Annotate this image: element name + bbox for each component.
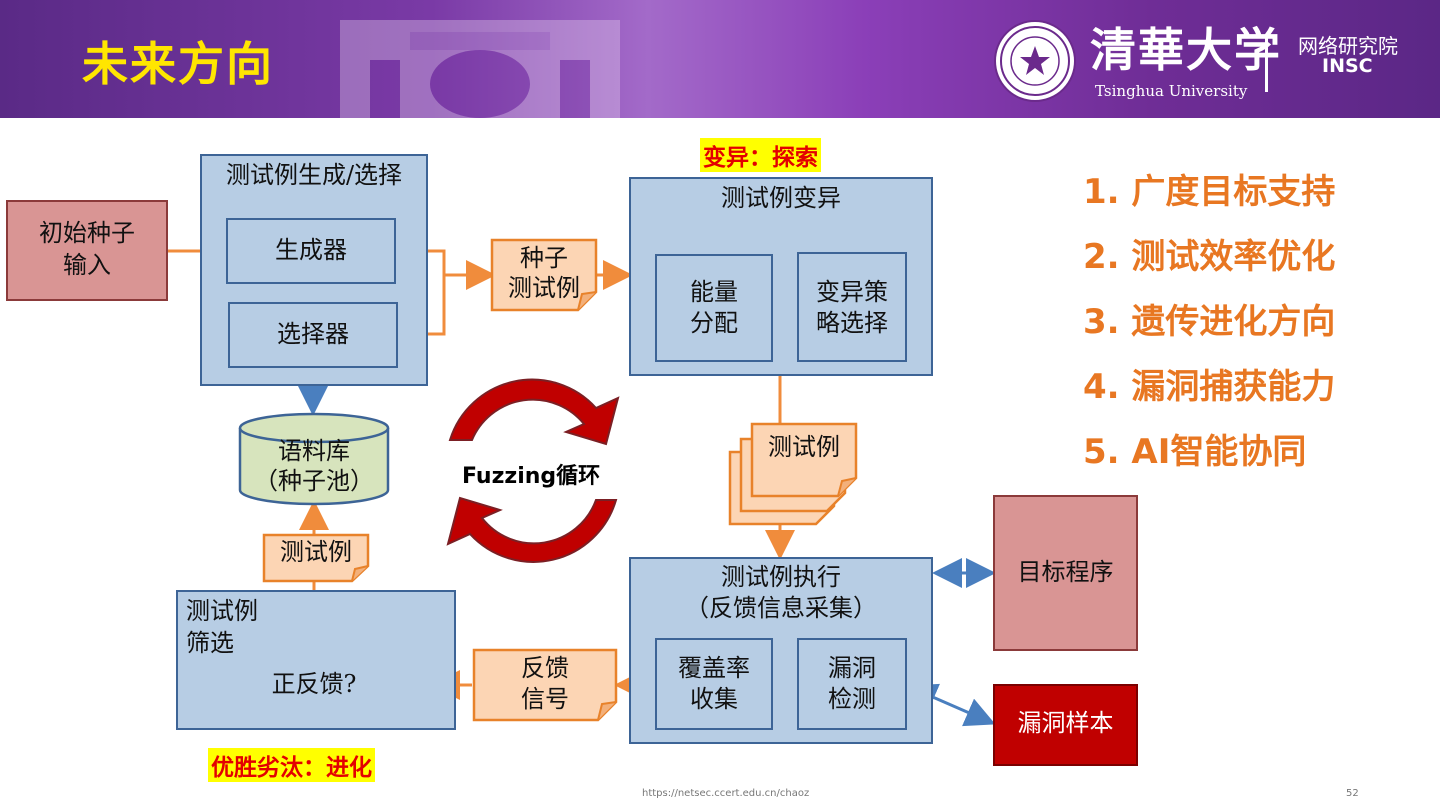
seed-doc-label-1: 种子 [520,244,568,272]
filter-title-2: 筛选 [186,629,234,657]
strategy-box [797,252,907,362]
filter-box [176,590,456,730]
tsinghua-seal-logo [994,20,1076,102]
logo-divider [1265,34,1268,92]
direction-item-3: 3. 遗传进化方向 [1083,302,1336,342]
direction-item-1: 1. 广度目标支持 [1083,172,1336,212]
vuln-detect-label-2: 检测 [828,685,876,713]
corpus-cylinder-shape [238,412,390,506]
slide-title: 未来方向 [82,37,274,91]
feedback-doc-shape [472,648,618,722]
gate-background-image [340,20,620,118]
dept-name-en: INSC [1322,55,1373,77]
strategy-label-1: 变异策 [816,278,888,306]
gen-select-title: 测试例生成/选择 [225,161,403,189]
mutation-explore-label: 变异：探索 [700,138,821,172]
testcase-doc-shape [262,533,370,583]
energy-label-1: 能量 [690,278,738,306]
target-program-label: 目标程序 [1017,558,1114,586]
strategy-label-2: 略选择 [816,309,888,337]
tsinghua-calligraphy-logo: 清華大学 [1090,23,1282,77]
execution-title-1: 测试例执行 [721,563,841,591]
generator-box [226,218,396,284]
vuln-sample-box [993,684,1138,766]
dept-name-cn: 网络研究院 [1298,34,1398,58]
feedback-doc-label-2: 信号 [521,685,569,713]
execution-title-2: （反馈信息采集） [685,594,877,622]
tsinghua-english-name: Tsinghua University [1095,82,1248,100]
page-number: 52 [1346,788,1359,799]
coverage-box [655,638,773,730]
feedback-doc-label-1: 反馈 [521,654,569,682]
fuzzing-loop-arrows [446,378,620,563]
corpus-label-1: 语料库 [278,437,350,465]
vuln-sample-label: 漏洞样本 [1017,709,1114,737]
seed-doc-shape [490,238,598,312]
mutation-title: 测试例变异 [721,184,841,212]
coverage-label-2: 收集 [690,685,738,713]
coverage-label-1: 覆盖率 [678,654,750,682]
corpus-label-2: （种子池） [254,467,374,495]
direction-item-5: 5. AI智能协同 [1083,432,1307,472]
energy-box [655,254,773,362]
filter-title-1: 测试例 [186,597,258,625]
footer-url[interactable]: https://netsec.ccert.edu.cn/chaoz [642,788,810,799]
direction-item-4: 4. 漏洞捕获能力 [1083,367,1336,407]
fuzzing-loop-label: Fuzzing循环 [462,464,601,489]
seed-input-label-2: 输入 [63,251,111,279]
selector-label: 选择器 [277,320,349,348]
target-program-box [993,495,1138,651]
generator-label: 生成器 [275,236,347,264]
direction-item-2: 2. 测试效率优化 [1083,237,1336,277]
positive-feedback-label: 正反馈? [271,670,357,698]
vuln-detect-box [797,638,907,730]
selector-box [228,302,398,368]
seed-doc-label-2: 测试例 [508,274,580,302]
energy-label-2: 分配 [690,309,738,337]
vuln-detect-label-1: 漏洞 [828,654,876,682]
seed-input-box [6,200,168,301]
seed-input-label-1: 初始种子 [39,219,135,247]
evolution-label: 优胜劣汰：进化 [208,748,375,782]
slide-header: 未来方向 清華大学 Tsinghua University 网络研究院 INSC [0,0,1440,118]
testcase-stack-shape [728,422,858,526]
testcase-stack-label: 测试例 [768,433,840,461]
testcase-doc-label: 测试例 [280,538,352,566]
